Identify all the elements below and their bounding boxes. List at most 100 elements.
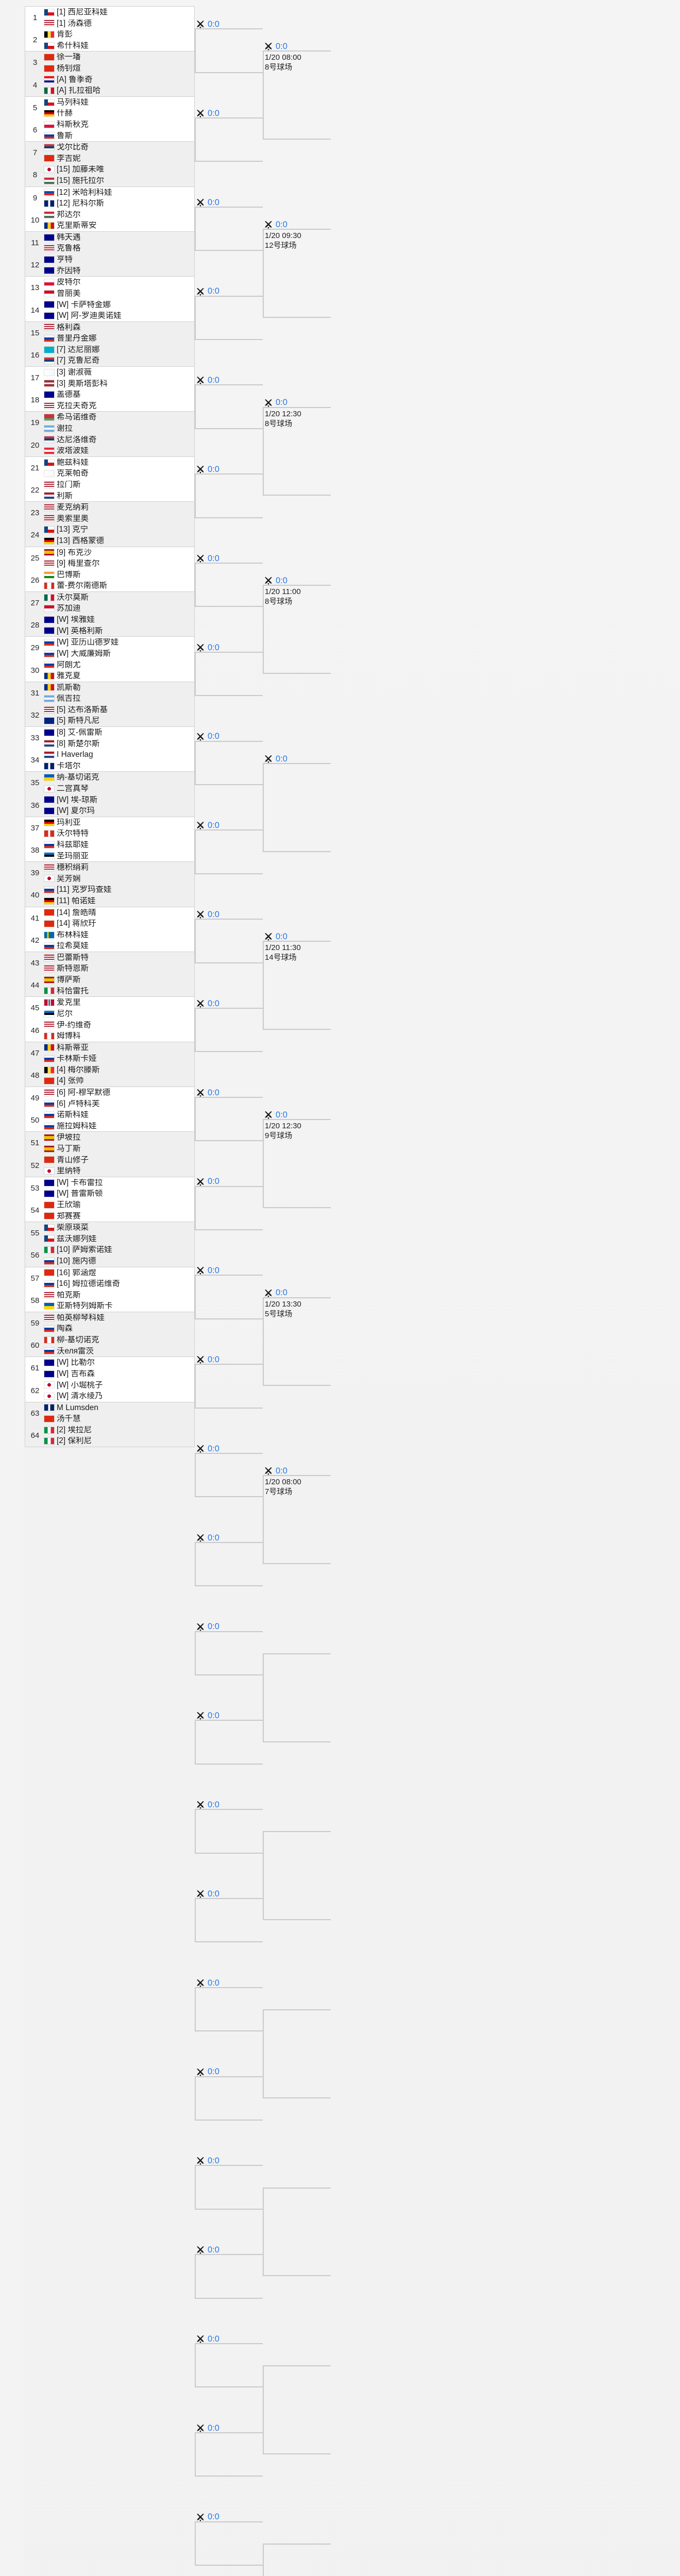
seed-row[interactable]: 17[3] 谢淑薇[3] 奥斯塔彭科 xyxy=(25,367,194,389)
round2-score[interactable]: 0:0 xyxy=(196,375,219,385)
round2-score[interactable]: 0:0 xyxy=(196,1177,219,1187)
round2-score[interactable]: 0:0 xyxy=(196,286,219,297)
round3-score[interactable]: 0:0 xyxy=(264,931,287,942)
round2-score[interactable]: 0:0 xyxy=(196,909,219,920)
round3-score[interactable]: 0:0 xyxy=(264,41,287,52)
seed-row[interactable]: 57[16] 郭涵煜[16] 姆拉德诺维奇 xyxy=(25,1267,194,1290)
round2-score[interactable]: 0:0 xyxy=(196,2245,219,2255)
round2-score[interactable]: 0:0 xyxy=(196,1978,219,1988)
round2-score[interactable]: 0:0 xyxy=(196,464,219,474)
seed-row[interactable]: 36[W] 埃-琼斯[W] 夏尔玛 xyxy=(25,794,194,817)
seed-row[interactable]: 25[9] 布克沙[9] 梅里查尔 xyxy=(25,547,194,569)
round2-score[interactable]: 0:0 xyxy=(196,1622,219,1632)
round2-score[interactable]: 0:0 xyxy=(196,2156,219,2166)
round3-score[interactable]: 0:0 xyxy=(264,1466,287,1476)
round2-score[interactable]: 0:0 xyxy=(196,1533,219,1543)
round2-score[interactable]: 0:0 xyxy=(196,1354,219,1365)
seed-row[interactable]: 24[13] 克宁[13] 西格蒙德 xyxy=(25,524,194,546)
seed-row[interactable]: 40[11] 克罗玛查娃[11] 帕诺娃 xyxy=(25,884,194,906)
seed-row[interactable]: 48[4] 梅尔滕斯[4] 张帅 xyxy=(25,1064,194,1087)
seed-row[interactable]: 28[W] 埃雅娃[W] 英格利斯 xyxy=(25,614,194,636)
seed-row[interactable]: 14[W] 卡萨特金娜[W] 阿-罗迪奥诺娃 xyxy=(25,299,194,321)
round2-score[interactable]: 0:0 xyxy=(196,2067,219,2077)
round2-score[interactable]: 0:0 xyxy=(196,642,219,653)
round2-score[interactable]: 0:0 xyxy=(196,1800,219,1810)
seed-row[interactable]: 41[14] 詹皓晴[14] 蒋欣玗 xyxy=(25,907,194,929)
seed-row[interactable]: 9[12] 米哈利科娃[12] 尼科尔斯 xyxy=(25,187,194,209)
seed-row[interactable]: 56[10] 萨姆索诺娃[10] 施内德 xyxy=(25,1244,194,1266)
round2-score[interactable]: 0:0 xyxy=(196,19,219,29)
round2-score[interactable]: 0:0 xyxy=(196,108,219,118)
round2-score[interactable]: 0:0 xyxy=(196,820,219,831)
round2-score[interactable]: 0:0 xyxy=(196,1444,219,1454)
round3-score[interactable]: 0:0 xyxy=(264,219,287,230)
round3-score[interactable]: 0:0 xyxy=(264,575,287,586)
round2-score[interactable]: 0:0 xyxy=(196,1889,219,1899)
seed-row[interactable]: 32[5] 达布洛斯基[5] 斯特凡尼 xyxy=(25,704,194,726)
seed-row[interactable]: 29[W] 亚历山德罗娃[W] 大威廉姆斯 xyxy=(25,637,194,659)
seed-row[interactable]: 16[7] 达尼丽娜[7] 克鲁尼奇 xyxy=(25,344,194,366)
round3-score[interactable]: 0:0 xyxy=(264,398,287,408)
seed-row[interactable]: 61[W] 比勒尔[W] 吉布森 xyxy=(25,1357,194,1379)
round3-score[interactable]: 0:0 xyxy=(264,1110,287,1120)
seed-row[interactable]: 4[A] 鲁季奇[A] 扎拉祖哈 xyxy=(25,74,194,96)
seed-row[interactable]: 49[6] 阿-穆罕默德[6] 卢特科芙 xyxy=(25,1087,194,1109)
round2-score[interactable]: 0:0 xyxy=(196,553,219,564)
seed-row[interactable]: 33[8] 艾-佩雷斯[8] 斯楚尔斯 xyxy=(25,727,194,749)
seed-row[interactable]: 53[W] 卡布雷拉[W] 普雷斯顿 xyxy=(25,1177,194,1199)
round2-score[interactable]: 0:0 xyxy=(196,197,219,208)
round2-score[interactable]: 0:0 xyxy=(196,732,219,742)
seed-row[interactable]: 64[2] 埃拉尼[2] 保利尼 xyxy=(25,1425,194,1447)
round2-score[interactable]: 0:0 xyxy=(196,2423,219,2433)
round2-score[interactable]: 0:0 xyxy=(196,1088,219,1098)
seed-row[interactable]: 8[15] 加藤未唯[15] 施托拉尔 xyxy=(25,164,194,186)
